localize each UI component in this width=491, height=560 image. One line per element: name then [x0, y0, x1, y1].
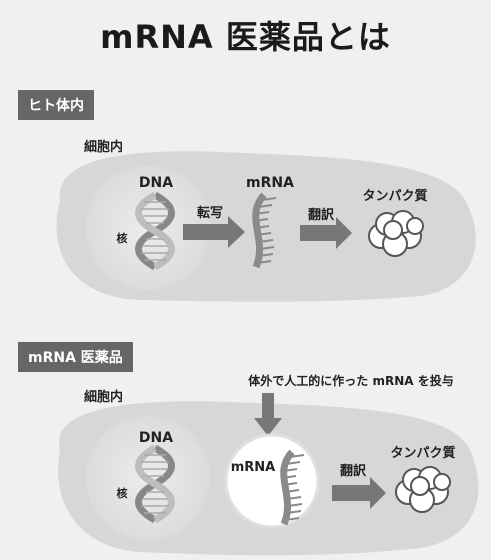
arrow-translation-1: [300, 217, 352, 249]
translation-label-2: 翻訳: [339, 464, 366, 479]
section-label-mrna-drug: mRNA 医薬品: [18, 342, 133, 372]
transcription-label: 転写: [196, 206, 223, 221]
protein-label-1: タンパク質: [362, 189, 428, 204]
cell-label-2: 細胞内: [84, 390, 124, 405]
arrow-injection: [254, 393, 282, 436]
mrna-injection-circle: [224, 433, 320, 529]
dna-label-1: DNA: [138, 175, 174, 191]
dna-label-2: DNA: [138, 430, 174, 446]
translation-label-1: 翻訳: [307, 208, 334, 223]
cell-label-1: 細胞内: [84, 140, 124, 155]
nucleus-label-1: 核: [116, 232, 128, 245]
mrna-label-2: mRNA: [230, 460, 276, 475]
arrow-translation-2: [332, 477, 386, 509]
injection-note: 体外で人工的に作った mRNA を投与: [248, 374, 454, 388]
section-label-human-body: ヒト体内: [18, 90, 94, 120]
nucleus-label-2: 核: [116, 487, 128, 500]
mrna-label-1: mRNA: [246, 175, 294, 191]
arrow-transcription: [183, 216, 245, 248]
protein-label-2: タンパク質: [390, 446, 456, 461]
page-title: mRNA 医薬品とは: [100, 18, 391, 56]
